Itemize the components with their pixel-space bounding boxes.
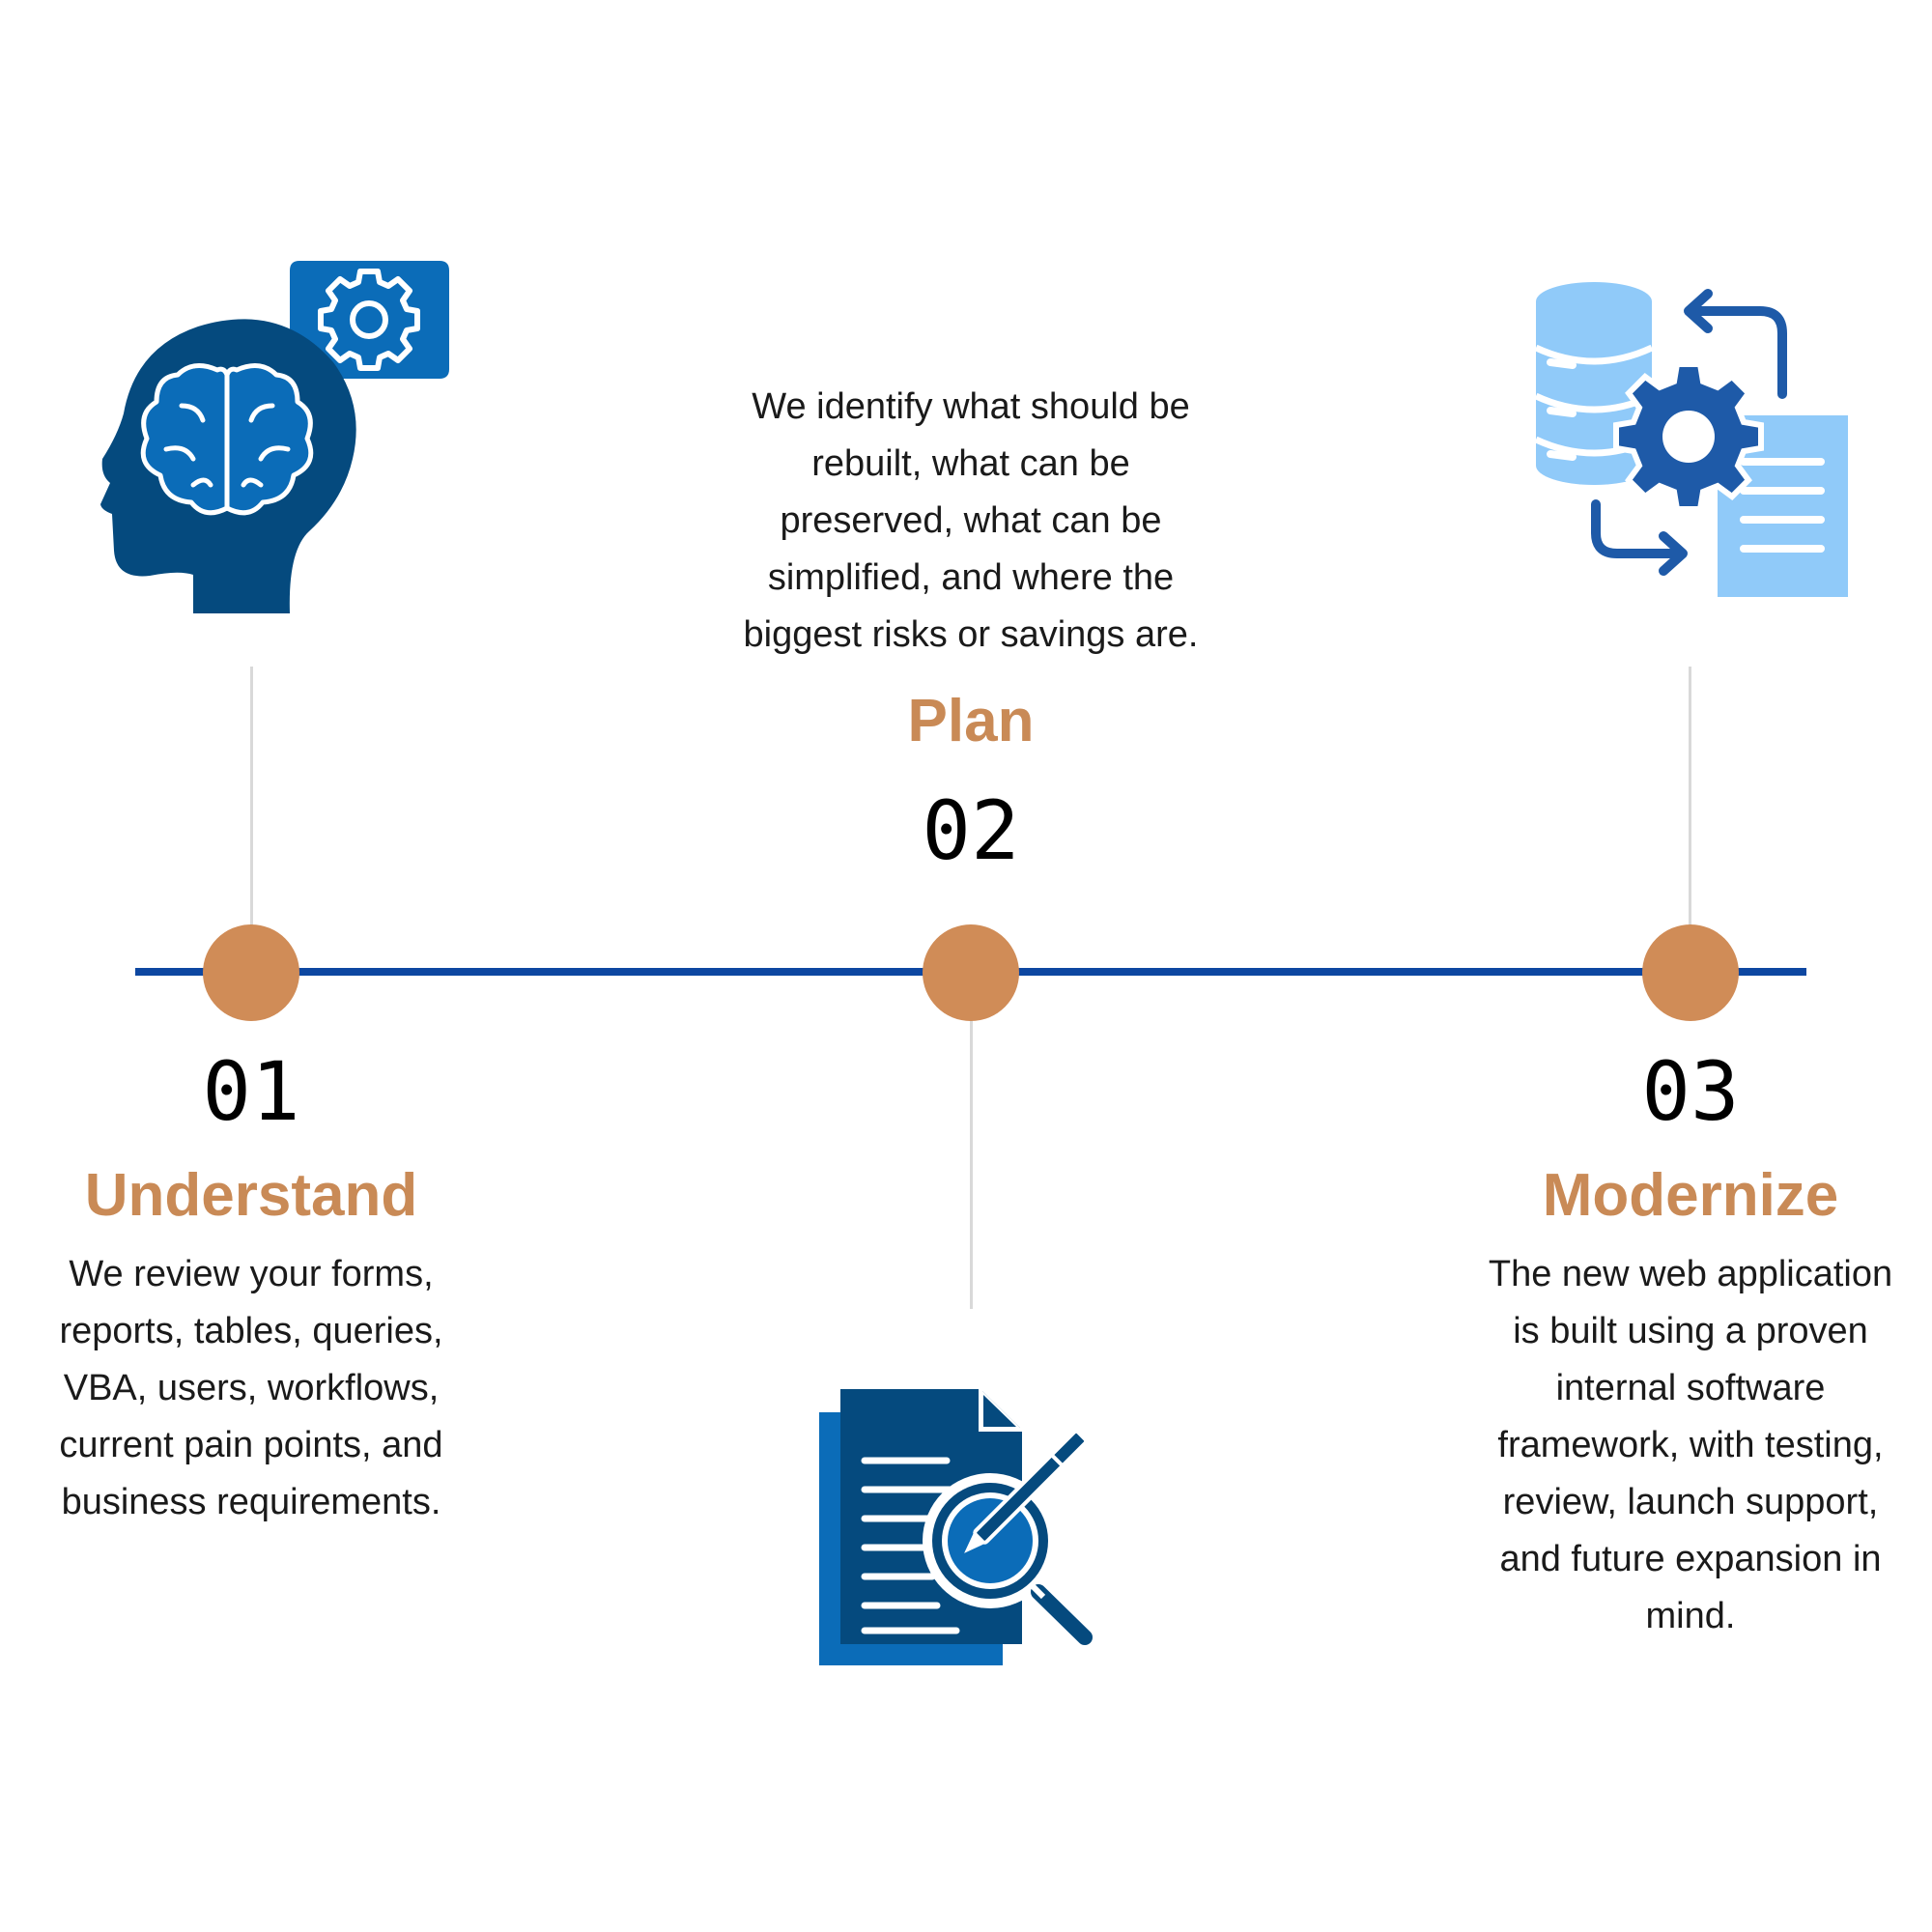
step-3-marker [1642, 924, 1739, 1021]
step-1-title: Understand [84, 1162, 418, 1229]
step-2-marker [923, 924, 1019, 1021]
step-3-title: Modernize [1542, 1162, 1839, 1229]
step-1-marker [203, 924, 299, 1021]
step-2-connector [970, 1019, 973, 1309]
document-magnifier-icon [819, 1389, 1093, 1665]
step-3-connector [1689, 667, 1691, 927]
step-1-connector [250, 667, 253, 927]
step-1-number: 01 [202, 1044, 300, 1139]
step-2-title: Plan [907, 688, 1035, 754]
database-sync-icon [1534, 282, 1848, 597]
step-3-description: The new web application is built using a… [1488, 1254, 1893, 1636]
step-2-number: 02 [922, 783, 1020, 878]
step-1-description: We review your forms, reports, tables, q… [59, 1254, 443, 1522]
step-3-number: 03 [1641, 1044, 1740, 1139]
brain-gear-icon [100, 261, 449, 613]
step-2-description: We identify what should be rebuilt, what… [743, 386, 1199, 655]
